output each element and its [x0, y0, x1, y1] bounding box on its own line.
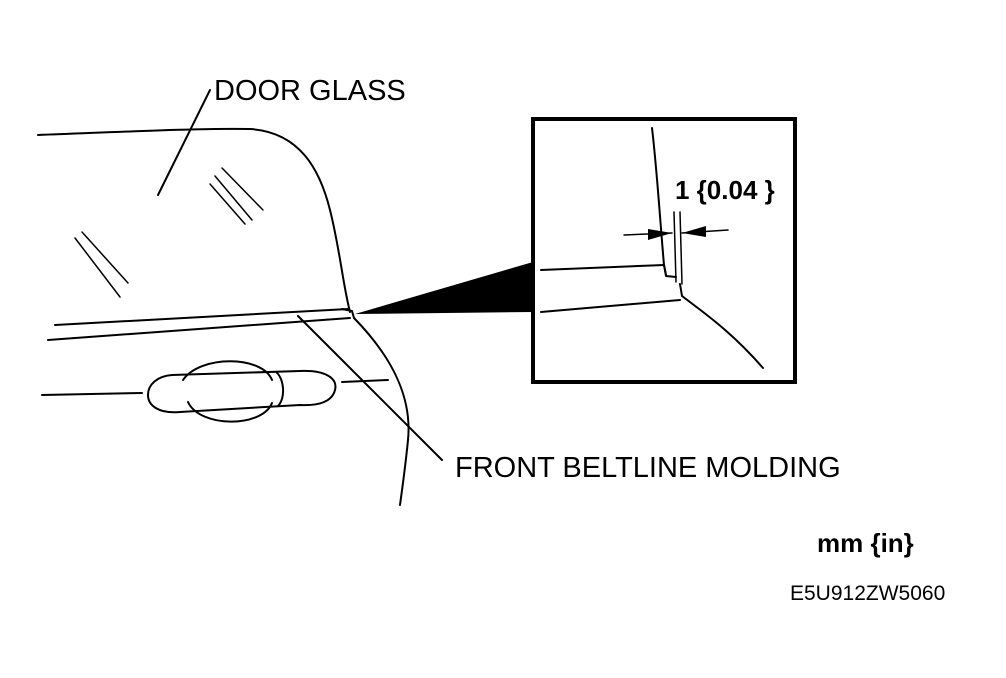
units-label: mm {in} [817, 528, 914, 558]
detail-inset [531, 117, 797, 384]
callout-pointer-wedge [355, 262, 533, 314]
dimension-label: 1 {0.04 } [675, 175, 775, 205]
door-crease-line-right [341, 379, 389, 383]
glass-reflection-line [221, 167, 264, 211]
dimension-arrow-right-icon [682, 226, 706, 237]
glass-reflection-line [214, 175, 253, 221]
figure-code-label: E5U912ZW5060 [790, 582, 945, 605]
inset-glass-edge-inner [673, 211, 677, 283]
door-glass-outline [37, 127, 351, 313]
door-handle-grip [147, 369, 337, 414]
inset-glass-edge-outer [679, 211, 683, 285]
beltline-molding-leader [297, 315, 443, 461]
door-crease-line-left [41, 392, 143, 396]
molding-end-cap [341, 308, 355, 319]
inset-molding-step [663, 264, 677, 278]
detail-inset-frame [531, 117, 797, 384]
molding-top-line [54, 308, 349, 326]
inset-door-edge [679, 283, 764, 369]
door-body-drawing [41, 317, 410, 506]
inset-glass-edge [651, 127, 667, 276]
door-glass-leader [157, 89, 211, 196]
dimension-arrow-left-icon [648, 229, 672, 240]
door-handle-drawing [147, 360, 337, 423]
glass-reflection-line [209, 183, 246, 225]
glass-reflection-line [74, 237, 121, 298]
glass-reflection-line [81, 231, 129, 284]
door-glass-label: DOOR GLASS [214, 75, 406, 107]
molding-bottom-line [47, 317, 351, 341]
door-handle-recess-lower [187, 401, 273, 423]
door-handle-key-cap [275, 371, 284, 407]
inset-molding-top [540, 264, 665, 271]
door-glass-drawing [37, 127, 351, 313]
inset-molding-bottom [540, 299, 681, 313]
door-handle-recess [182, 360, 273, 381]
door-front-edge [353, 317, 410, 506]
beltline-molding-drawing [47, 308, 355, 341]
front-beltline-molding-label: FRONT BELTLINE MOLDING [455, 452, 841, 484]
